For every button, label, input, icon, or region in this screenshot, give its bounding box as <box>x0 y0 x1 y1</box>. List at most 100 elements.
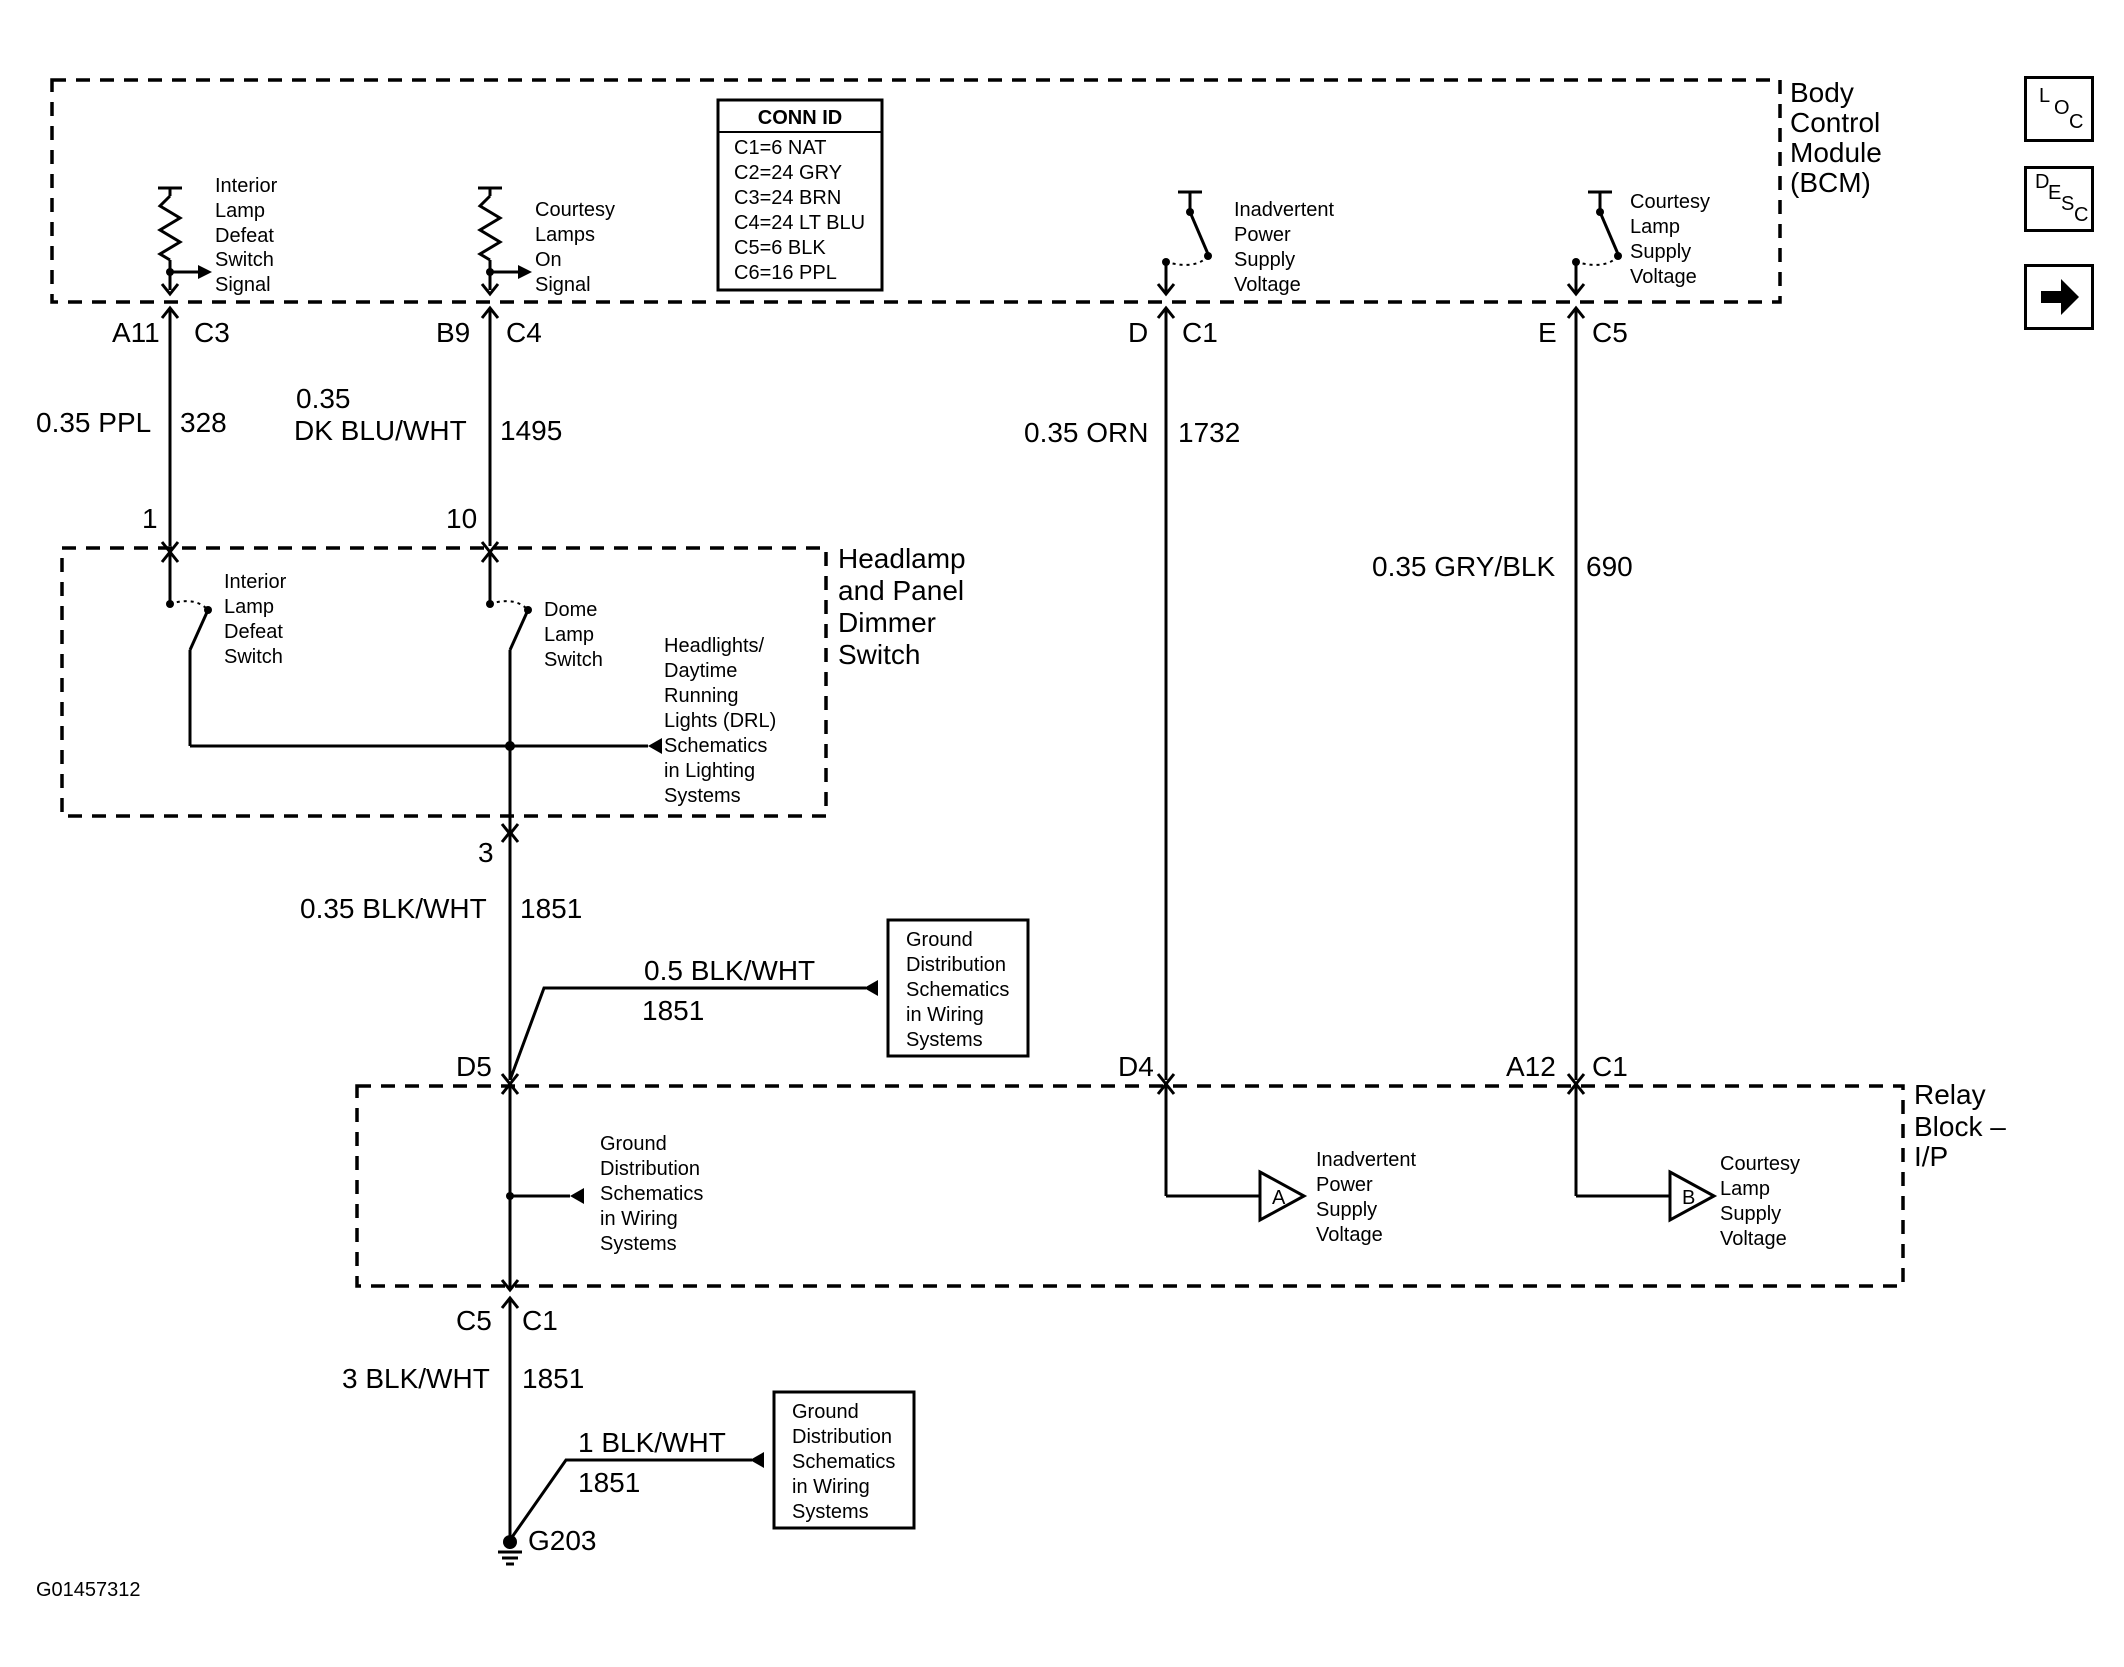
svg-text:A11: A11 <box>112 317 160 348</box>
svg-text:in Lighting: in Lighting <box>664 760 755 782</box>
relay-inadvertent-circuit: A Inadvertent Power Supply Voltage <box>1156 1081 1417 1246</box>
svg-text:and Panel: and Panel <box>838 575 964 606</box>
svg-text:C1: C1 <box>522 1305 558 1336</box>
svg-text:Relay: Relay <box>1914 1079 1986 1110</box>
bcm-boundary <box>50 78 1782 304</box>
svg-text:B: B <box>1682 1187 1695 1209</box>
svg-text:Lamp: Lamp <box>544 624 594 646</box>
svg-text:Supply: Supply <box>1234 249 1295 271</box>
svg-text:C5: C5 <box>456 1305 492 1336</box>
svg-text:Inadvertent: Inadvertent <box>1234 199 1335 221</box>
svg-text:CONN ID: CONN ID <box>758 107 842 129</box>
svg-text:Defeat: Defeat <box>215 225 274 247</box>
headlamp-switch-boundary <box>60 546 828 818</box>
svg-text:1 BLK/WHT: 1 BLK/WHT <box>578 1427 726 1458</box>
wire-1495: B9 C4 0.35 DK BLU/WHT 1495 10 <box>294 305 562 555</box>
wire-690: E C5 0.35 GRY/BLK 690 A12 C1 <box>1372 305 1633 1087</box>
desc-letter-s: S <box>2061 193 2075 215</box>
svg-text:C5: C5 <box>1592 317 1628 348</box>
svg-text:10: 10 <box>446 503 477 534</box>
relay-courtesy-supply-circuit: B Courtesy Lamp Supply Voltage <box>1566 1081 1800 1250</box>
svg-text:E: E <box>1538 317 1557 348</box>
svg-text:Lamps: Lamps <box>535 224 595 246</box>
ground-ref-box-upper: Ground Distribution Schematics in Wiring… <box>886 918 1030 1058</box>
wire-328: A11 C3 0.35 PPL 328 1 <box>36 305 230 555</box>
svg-text:Switch: Switch <box>215 249 274 271</box>
relay-block-label: Relay Block – I/P <box>1914 1079 2006 1172</box>
headlamp-dome-switch: Dome Lamp Switch Headlights/ Daytime Run… <box>480 549 776 840</box>
svg-text:Lights (DRL): Lights (DRL) <box>664 710 776 732</box>
svg-text:D: D <box>1128 317 1148 348</box>
svg-text:DK BLU/WHT: DK BLU/WHT <box>294 415 467 446</box>
svg-text:Distribution: Distribution <box>792 1426 892 1448</box>
svg-text:Headlights/: Headlights/ <box>664 635 765 657</box>
svg-text:Daytime: Daytime <box>664 660 737 682</box>
svg-text:Headlamp: Headlamp <box>838 543 966 574</box>
svg-text:Voltage: Voltage <box>1234 274 1301 296</box>
svg-text:Schematics: Schematics <box>906 979 1009 1001</box>
svg-text:Interior: Interior <box>215 175 278 197</box>
svg-text:C3=24 BRN: C3=24 BRN <box>734 187 841 209</box>
wire-1851-lower: C5 C1 3 BLK/WHT 1851 <box>342 1295 584 1540</box>
svg-text:1851: 1851 <box>520 893 582 924</box>
svg-text:3 BLK/WHT: 3 BLK/WHT <box>342 1363 490 1394</box>
svg-text:Courtesy: Courtesy <box>1630 191 1710 213</box>
bcm-label: Body Control Module (BCM) <box>1790 77 1882 198</box>
bcm-courtesy-on-circuit: Courtesy Lamps On Signal <box>477 186 615 297</box>
svg-text:in Wiring: in Wiring <box>906 1004 984 1026</box>
loc-button[interactable]: L O C <box>2024 76 2094 142</box>
svg-text:Voltage: Voltage <box>1720 1228 1787 1250</box>
loc-letter-l: L <box>2039 85 2051 107</box>
svg-text:Signal: Signal <box>535 274 591 296</box>
svg-text:Voltage: Voltage <box>1630 266 1697 288</box>
svg-text:1732: 1732 <box>1178 417 1240 448</box>
svg-text:Defeat: Defeat <box>224 621 283 643</box>
wire-1851-splice-upper: 0.5 BLK/WHT 1851 <box>508 955 878 1081</box>
svg-text:in Wiring: in Wiring <box>600 1208 678 1230</box>
svg-text:0.5 BLK/WHT: 0.5 BLK/WHT <box>644 955 815 986</box>
svg-text:Interior: Interior <box>224 571 287 593</box>
svg-text:Control: Control <box>1790 107 1880 138</box>
svg-text:D4: D4 <box>1118 1051 1154 1082</box>
svg-text:1: 1 <box>142 503 158 534</box>
desc-letter-d: D <box>2035 171 2050 193</box>
svg-text:Ground: Ground <box>792 1401 859 1423</box>
relay-block-boundary <box>355 1084 1905 1288</box>
svg-text:Distribution: Distribution <box>600 1158 700 1180</box>
svg-text:C5=6 BLK: C5=6 BLK <box>734 237 826 259</box>
next-button[interactable] <box>2024 264 2094 330</box>
ground-ref-box-lower: Ground Distribution Schematics in Wiring… <box>772 1390 916 1530</box>
wire-1851-splice-lower: 1 BLK/WHT 1851 <box>508 1427 764 1541</box>
svg-text:Lamp: Lamp <box>1720 1178 1770 1200</box>
desc-button[interactable]: D E S C <box>2024 166 2094 232</box>
relay-ground-circuit: Ground Distribution Schematics in Wiring… <box>500 1081 703 1293</box>
svg-text:A12: A12 <box>1506 1051 1556 1082</box>
bcm-courtesy-supply-circuit: Courtesy Lamp Supply Voltage <box>1566 190 1710 297</box>
svg-text:Signal: Signal <box>215 274 271 296</box>
desc-letter-c: C <box>2074 204 2089 226</box>
svg-text:Block –: Block – <box>1914 1111 2006 1142</box>
svg-text:C4: C4 <box>506 317 542 348</box>
svg-text:C1: C1 <box>1592 1051 1628 1082</box>
ground-g203: G203 <box>498 1525 597 1566</box>
svg-text:B9: B9 <box>436 317 470 348</box>
svg-text:Schematics: Schematics <box>664 735 767 757</box>
svg-text:Body: Body <box>1790 77 1854 108</box>
svg-text:Systems: Systems <box>600 1233 677 1255</box>
figure-id: G01457312 <box>36 1579 141 1601</box>
svg-text:0.35 GRY/BLK: 0.35 GRY/BLK <box>1372 551 1555 582</box>
svg-text:Ground: Ground <box>600 1133 667 1155</box>
svg-text:Supply: Supply <box>1316 1199 1377 1221</box>
wire-1732: D C1 0.35 ORN 1732 D4 <box>1024 305 1240 1087</box>
svg-text:1851: 1851 <box>522 1363 584 1394</box>
svg-text:A: A <box>1272 1187 1286 1209</box>
svg-text:0.35 BLK/WHT: 0.35 BLK/WHT <box>300 893 487 924</box>
svg-text:0.35 PPL: 0.35 PPL <box>36 407 151 438</box>
svg-text:C3: C3 <box>194 317 230 348</box>
svg-text:Distribution: Distribution <box>906 954 1006 976</box>
svg-text:Systems: Systems <box>906 1029 983 1051</box>
svg-text:C2=24 GRY: C2=24 GRY <box>734 162 842 184</box>
svg-text:Lamp: Lamp <box>1630 216 1680 238</box>
svg-text:Systems: Systems <box>792 1501 869 1523</box>
